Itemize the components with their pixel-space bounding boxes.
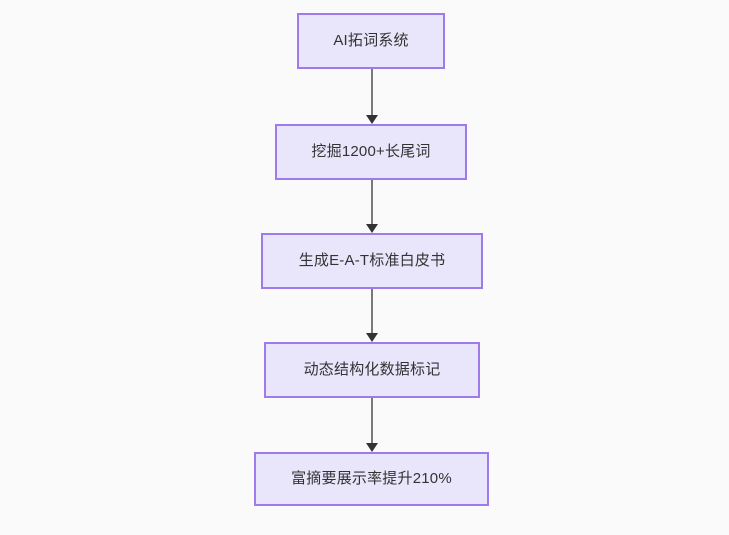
arrow-head-icon xyxy=(366,333,378,342)
flow-node-n1[interactable]: AI拓词系统 xyxy=(297,13,445,69)
edge-line xyxy=(371,289,373,334)
flow-node-label: 富摘要展示率提升210% xyxy=(291,470,452,487)
flow-node-label: 动态结构化数据标记 xyxy=(303,361,441,378)
flow-node-n5[interactable]: 富摘要展示率提升210% xyxy=(254,452,489,506)
edge-line xyxy=(371,180,373,225)
edge-line xyxy=(371,398,373,444)
arrow-head-icon xyxy=(366,443,378,452)
arrow-head-icon xyxy=(366,115,378,124)
flow-node-n2[interactable]: 挖掘1200+长尾词 xyxy=(275,124,467,180)
flow-node-label: AI拓词系统 xyxy=(333,32,409,49)
flow-node-n4[interactable]: 动态结构化数据标记 xyxy=(264,342,480,398)
edge-line xyxy=(371,69,373,116)
flow-node-label: 生成E-A-T标准白皮书 xyxy=(298,252,446,269)
flow-node-n3[interactable]: 生成E-A-T标准白皮书 xyxy=(261,233,483,289)
arrow-head-icon xyxy=(366,224,378,233)
flow-node-label: 挖掘1200+长尾词 xyxy=(311,143,431,160)
